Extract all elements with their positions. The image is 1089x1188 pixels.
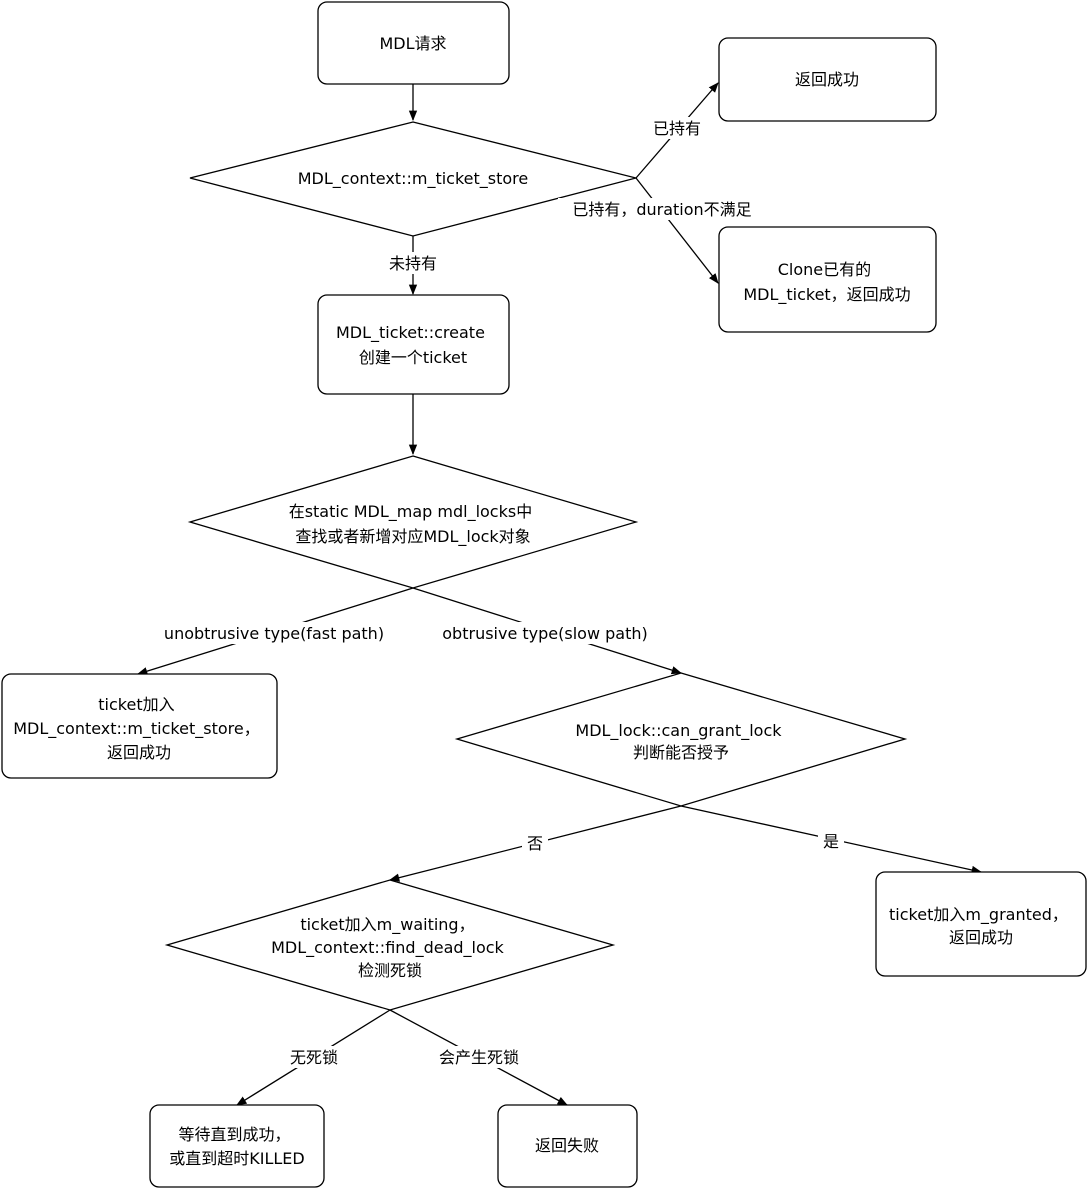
label-line: 检测死锁 [358,961,422,980]
edge-label-held: 已持有 [653,119,701,138]
node-find-lock [187,455,639,589]
label-line: 判断能否授予 [633,743,729,762]
label-line: 返回成功 [949,928,1013,947]
node-label: MDL_lock::can_grant_lock 判断能否授予 [575,721,786,762]
node-label: 返回成功 [795,70,859,89]
label-line: 等待直到成功， [178,1125,290,1144]
edge-label-yes: 是 [823,832,839,851]
node-mdl-request [317,1,510,85]
label-line: 查找或者新增对应MDL_lock对象 [295,527,530,547]
node-granted-result [875,871,1087,977]
node-label: 返回失败 [535,1136,599,1155]
label-line: MDL_context::find_dead_lock [271,938,504,958]
label-line: 或直到超时KILLED [169,1149,304,1168]
node-can-grant [454,672,908,807]
label-line: 在static MDL_map mdl_locks中 [289,502,533,522]
edge-label-not-held: 未持有 [389,254,437,273]
node-create-ticket [317,294,510,395]
label-line: MDL_ticket::create [336,323,485,343]
node-clone-ticket [718,226,937,333]
node-label: 在static MDL_map mdl_locks中 查找或者新增对应MDL_l… [289,502,538,547]
node-waiting-check [164,879,616,1011]
edge-label-slow-path: obtrusive type(slow path) [442,624,647,643]
edge-label-no-deadlock: 无死锁 [290,1048,338,1067]
node-wait-result [149,1104,325,1188]
edge-label-fast-path: unobtrusive type(fast path) [164,624,384,643]
edge-store-to-clone [635,177,719,284]
edge-label-held-duration: 已持有，duration不满足 [572,200,751,219]
node-fast-path-result [1,673,278,779]
label-line: 创建一个ticket [359,348,467,367]
label-line: 返回成功 [107,743,171,762]
node-label: MDL请求 [379,34,446,53]
node-ticket-store-check [189,121,637,237]
node-label: ticket加入 MDL_context::m_ticket_store， 返回… [13,695,265,762]
node-fail-result [497,1104,638,1188]
node-label: MDL_ticket::create 创建一个ticket [336,323,490,367]
node-label: ticket加入m_granted， 返回成功 [889,905,1073,947]
node-label: ticket加入m_waiting， MDL_context::find_dea… [271,915,509,980]
label-line: ticket加入 [98,695,174,714]
label-line: MDL请求 [379,34,446,53]
node-label: 等待直到成功， 或直到超时KILLED [169,1125,304,1168]
node-label: Clone已有的 MDL_ticket，返回成功 [743,260,910,305]
label-line: MDL_lock::can_grant_lock [575,721,782,741]
label-line: MDL_context::m_ticket_store [298,169,529,189]
label-line: MDL_context::m_ticket_store， [13,719,260,739]
label-line: Clone已有的 [778,260,871,279]
node-return-success-top [718,37,937,122]
node-labels: MDL请求 返回成功 MDL_context::m_ticket_store C… [13,34,1073,1168]
edge-labels: 已持有 已持有，duration不满足 未持有 unobtrusive type… [152,117,844,1068]
label-line: 返回失败 [535,1136,599,1155]
node-label: MDL_context::m_ticket_store [298,169,529,189]
label-line: 返回成功 [795,70,859,89]
label-line: ticket加入m_waiting， [300,915,474,935]
label-line: MDL_ticket，返回成功 [743,285,910,305]
label-line: ticket加入m_granted， [889,905,1068,925]
edge-label-no: 否 [527,834,543,853]
edge-label-deadlock: 会产生死锁 [439,1048,519,1067]
